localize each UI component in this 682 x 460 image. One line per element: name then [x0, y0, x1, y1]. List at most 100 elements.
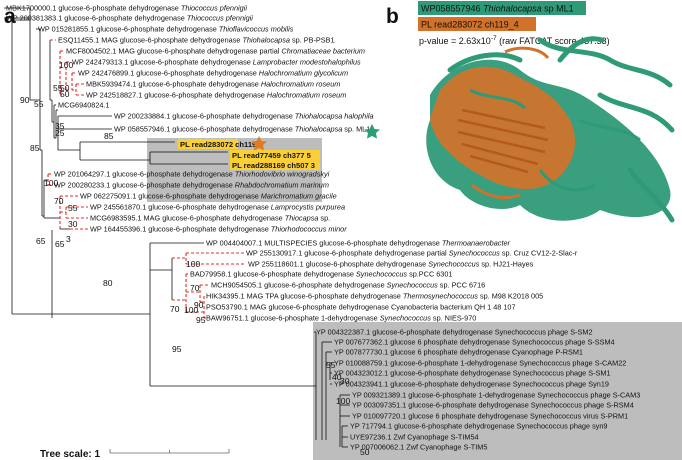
orange-legend-box [418, 17, 536, 31]
bootstrap-value: 25 [55, 128, 65, 138]
tree-leaf-label: WP 201064297.1 glucose-6-phosphate dehyd… [54, 170, 330, 179]
bootstrap-value: 30 [68, 219, 78, 229]
green-star-icon [364, 124, 380, 139]
bootstrap-value: 95 [196, 315, 206, 325]
bootstrap-value: 100 [336, 396, 350, 406]
green-ribbon [557, 36, 605, 63]
green-ribbon [447, 52, 523, 73]
orange-strand [461, 108, 546, 130]
tree-leaf-label: YP 009321389.1 glucose-6-phosphate 1-deh… [352, 391, 640, 400]
bootstrap-value: 50 [60, 83, 70, 93]
bootstrap-value: 55 [68, 203, 78, 213]
bootstrap-value: 100 [184, 305, 198, 315]
tree-leaf-label: YP 007677362.1 glucose 6 phosphate dehyd… [334, 338, 615, 347]
green-loop [538, 169, 596, 192]
tree-leaf-label: YP 007006062.1 Zwf Cyanophage S-TIM5 [350, 443, 487, 452]
orange-loop [504, 46, 550, 60]
bootstrap-value: 85 [30, 143, 40, 153]
orange-star-icon [251, 136, 267, 151]
orange-strand [457, 118, 549, 142]
green-loop [469, 88, 526, 110]
tree-leaf-label: WP 058557946.1 glucose-6-phosphate dehyd… [114, 125, 370, 134]
tree-leaf-label: YP 007877730.1 glucose 6 phosphate dehyd… [334, 348, 583, 357]
tree-leaf-label: YP 010097720.1 glucose 6 phosphate dehyd… [352, 412, 628, 421]
tree-leaf-label: WP 062275091.1 glucose-6-phosphate dehyd… [80, 192, 337, 201]
tree-scale-bar [109, 449, 230, 454]
tree-leaf-label: MBK5939474.1 glucose-6-phosphate dehydro… [86, 80, 340, 89]
bootstrap-value: 3 [66, 234, 71, 244]
tree-leaf-label: HIK34395.1 MAG TPA glucose-6-phosphate d… [206, 292, 543, 301]
tree-leaf-label: WP 245561870.1 glucose-6-phosphate dehyd… [90, 203, 345, 212]
bootstrap-value: 70 [170, 304, 180, 314]
tree-leaf-label: WP 242518827.1 glucose-6-phosphate dehyd… [86, 91, 346, 100]
pl-read-label: PL read283072 ch119 4 [180, 140, 263, 149]
tree-leaf-label: WP 200381383.1 glucose-6-phosphate dehyd… [6, 14, 253, 23]
tree-branches [4, 7, 350, 448]
tree-leaf-label: YP 004323941.1 glucose-6-phosphate dehyd… [334, 380, 609, 389]
green-legend-box [418, 1, 586, 15]
tree-leaf-label: ESQ11455.1 MAG glucose-6-phosphate dehyd… [58, 36, 335, 45]
orange-loop [471, 183, 521, 199]
tree-leaf-label: MCG6940824.1 [58, 101, 110, 110]
green-ribbon [537, 37, 673, 88]
tree-leaf-label: BAW96751.1 glucose-6-phosphate 1-dehydro… [206, 314, 476, 323]
bootstrap-value: 100 [186, 259, 200, 269]
bootstrap-value: 100 [44, 178, 58, 188]
tree-leaf-label: MBK1700000.1 glucose-6-phosphate dehydro… [6, 4, 247, 13]
bootstrap-value: 65 [36, 236, 46, 246]
bootstrap-value: 90 [194, 300, 204, 310]
green-ribbon [627, 167, 675, 223]
tree-leaf-label: WP 255118601.1 glucose-6-phosphate dehyd… [248, 260, 534, 269]
panel-b-label: b [386, 5, 399, 28]
pl-read-highlight [178, 139, 238, 149]
tree-leaf-label: YP 004323012.1 glucose-6-phosphate dehyd… [334, 369, 611, 378]
bootstrap-value: 80 [103, 278, 113, 288]
tree-leaves: MBK1700000.1 glucose-6-phosphate dehydro… [6, 4, 640, 452]
tree-leaf-label: YP 004322387.1 glucose-6-phosphate dehyd… [316, 328, 593, 337]
green-legend-label: WP058557946 Thiohalocapsa sp ML1 [421, 4, 574, 14]
orange-strand [469, 154, 529, 174]
bootstrap-value: 65 [55, 239, 65, 249]
p-value-text: p-value = 2.63x10-7 (raw FATCAT score 43… [419, 35, 610, 46]
bootstrap-value: 40 [332, 372, 342, 382]
bootstrap-value: 70 [54, 196, 64, 206]
tree-leaf-label: PSO53790.1 MAG glucose-6-phosphate dehyd… [206, 303, 516, 312]
tree-leaf-label: WP 164455396.1 glucose-6-phosphate dehyd… [90, 225, 347, 234]
green-loop [579, 118, 641, 142]
bootstrap-value: 55 [53, 83, 63, 93]
bootstrap-value: 30 [340, 376, 350, 386]
orange-strand [457, 130, 546, 154]
tree-leaf-label: WP 004404007.1 MULTISPECIES glucose-6-ph… [206, 239, 511, 248]
orange-strand [461, 142, 539, 166]
orange-structure [430, 66, 575, 190]
bootstrap-value: 35 [55, 121, 65, 131]
bootstrap-value: 100 [59, 60, 73, 70]
tree-leaf-label: WP 242479313.1 glucose-6-phosphate dehyd… [72, 58, 361, 67]
pl-read-highlight [230, 160, 320, 170]
tree-leaf-label: BAD79958.1 glucose-6-phosphate dehydroge… [190, 270, 452, 279]
bootstrap-value: 50 [60, 89, 70, 99]
bootstrap-value: 70 [190, 283, 200, 293]
tree-leaf-label: YP 010088759.1 glucose-6-phosphate 1-deh… [334, 359, 626, 368]
phage-clade-box [313, 322, 682, 460]
protein-structure-overlay [426, 36, 675, 223]
panel-a-label: a [4, 5, 16, 28]
tree-leaf-label: MCF8004502.1 MAG glucose-6-phosphate deh… [66, 47, 365, 56]
tree-leaf-label: YP 003097351.1 glucose-6-phosphate dehyd… [352, 401, 634, 410]
tree-leaf-label: WP 255130917.1 glucose-6-phosphate dehyd… [246, 249, 578, 258]
bootstrap-value: 55 [34, 99, 44, 109]
tree-scale-label: Tree scale: 1 [40, 449, 100, 460]
green-ribbon [597, 92, 675, 133]
tree-leaf-label: YP 717794.1 glucose-6-phosphate dehydrog… [350, 422, 608, 431]
tree-leaf-label: MCH9054505.1 glucose-6-phosphate dehydro… [211, 281, 485, 290]
tree-leaf-label: WP 242476899.1 glucose-6-phosphate dehyd… [78, 69, 348, 78]
tree-leaf-label: WP 200280233.1 glucose-6-phosphate dehyd… [54, 181, 329, 190]
bootstrap-value: 55 [326, 360, 336, 370]
tree-leaf-label: WP 200233884.1 glucose-6-phosphate dehyd… [114, 112, 374, 121]
tree-leaf-label: WP 015281855.1 glucose-6-phosphate dehyd… [38, 25, 294, 34]
pl-read-highlight [230, 150, 320, 160]
bootstrap-value: 95 [172, 344, 182, 354]
tree-leaf-label: MCG6983595.1 MAG glucose-6-phosphate deh… [90, 214, 330, 223]
